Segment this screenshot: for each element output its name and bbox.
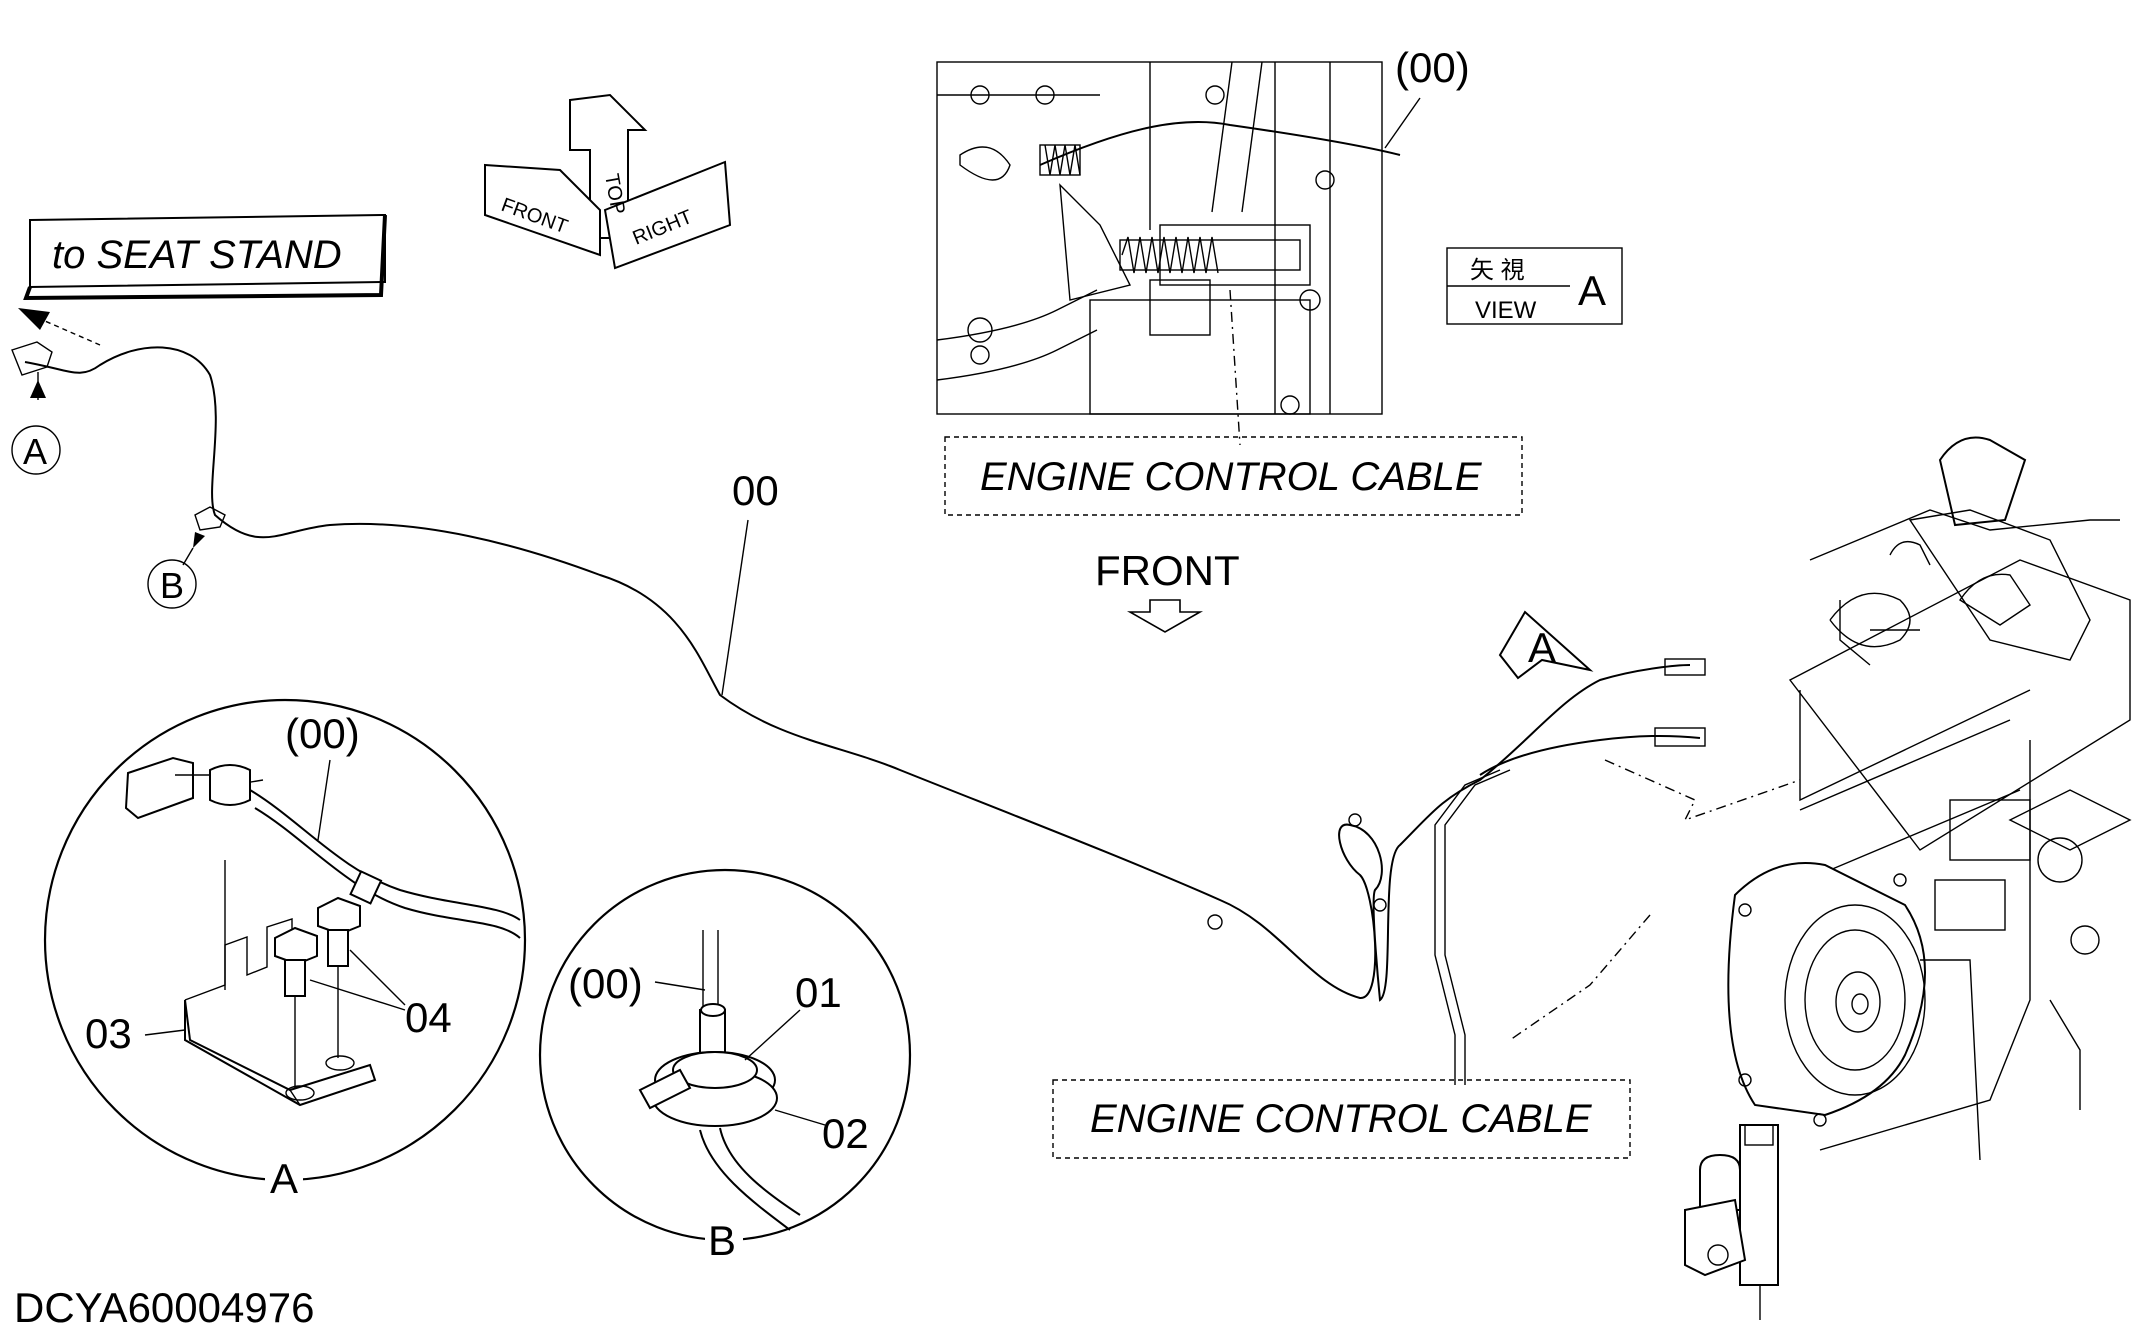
callout-circle-a: A: [11, 425, 61, 475]
engine-cable-label-bottom: ENGINE CONTROL CABLE: [1052, 1079, 1631, 1159]
detail-a-label: A: [270, 1155, 298, 1202]
view-a-box: 矢 視 VIEW A: [1446, 247, 1623, 325]
inset-cable-callout: (00): [1395, 44, 1470, 91]
seat-stand-label-box: to SEAT STAND: [23, 213, 387, 301]
detail-b-grommet-callout: 01: [795, 969, 842, 1016]
view-text: VIEW: [1475, 297, 1537, 324]
detail-a-cable-callout: (00): [285, 710, 360, 757]
detail-a-bracket-callout: 03: [85, 1010, 132, 1057]
detail-b-cable-callout: (00): [568, 960, 643, 1007]
callout-circle-b: B: [147, 547, 197, 609]
detail-a-bolt-callout: 04: [405, 994, 452, 1041]
main-cable: 00: [24, 346, 1706, 1085]
front-label: FRONT: [1095, 547, 1240, 594]
inset-cable-spring: [1039, 144, 1081, 176]
detail-b-clamp-callout: 02: [822, 1110, 869, 1157]
detail-b-label: B: [708, 1217, 736, 1264]
engine-cable-label-bottom-text: ENGINE CONTROL CABLE: [1090, 1097, 1593, 1141]
view-a-arrow-text: A: [1528, 624, 1556, 671]
grommet-b: [193, 506, 226, 548]
drawing-id: DCYA60004976: [14, 1284, 314, 1331]
callout-circle-b-text: B: [160, 565, 184, 606]
view-kanji: 矢 視: [1470, 257, 1525, 284]
seat-bracket-a: [11, 341, 53, 400]
orientation-symbol: TOP FRONT RIGHT: [484, 93, 732, 270]
detail-b: (00) 01 02 B: [538, 868, 912, 1264]
seat-stand-arrow: [18, 308, 101, 346]
engine-illustration: [1509, 436, 2132, 1320]
seat-stand-label: to SEAT STAND: [52, 233, 342, 277]
engine-cable-label-top-text: ENGINE CONTROL CABLE: [980, 455, 1483, 499]
callout-circle-a-text: A: [23, 431, 47, 472]
view-letter: A: [1578, 267, 1606, 314]
main-cable-callout: 00: [732, 467, 779, 514]
detail-a: (00) 04 03 A: [43, 698, 527, 1202]
view-a-arrow: A: [1498, 610, 1594, 680]
engine-cable-label-top: ENGINE CONTROL CABLE: [944, 436, 1523, 516]
engine-view-inset: (00): [936, 44, 1470, 446]
front-indicator: FRONT: [1095, 547, 1240, 633]
